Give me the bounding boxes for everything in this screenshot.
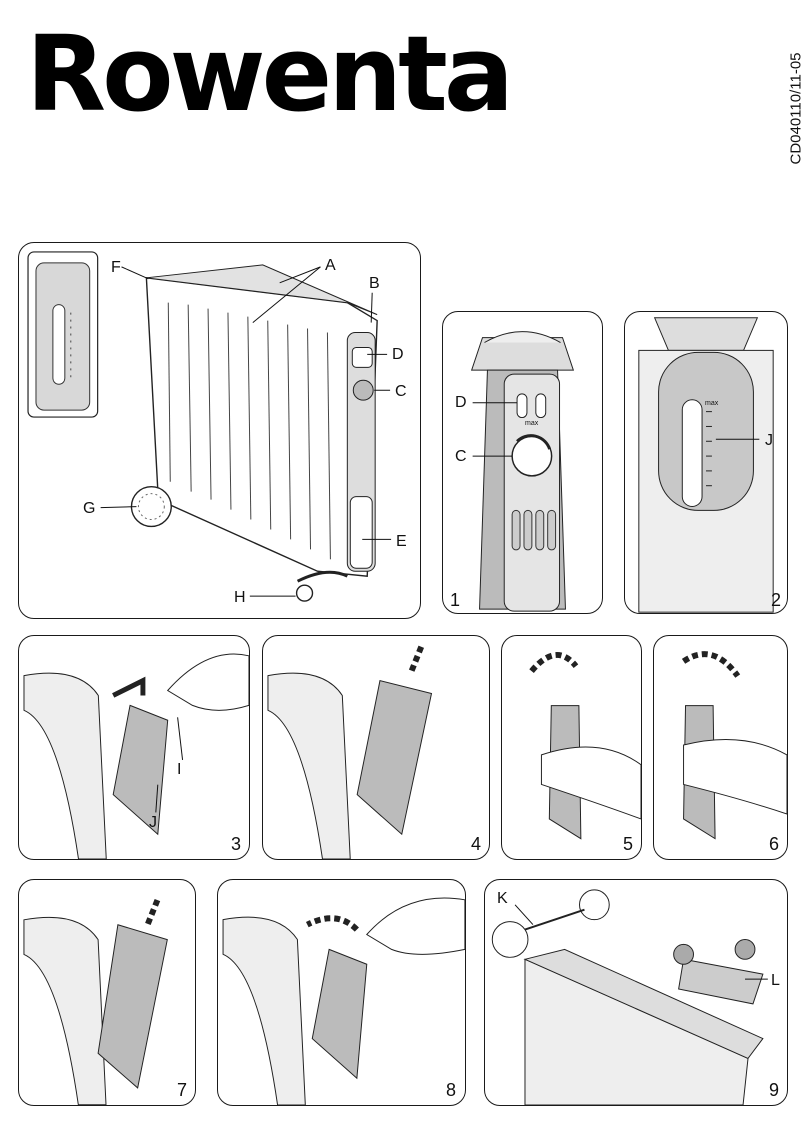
filter-removal-illustration — [23, 653, 249, 859]
figure-2-panel: J max 2 — [624, 311, 788, 614]
filter-insert-illustration — [23, 898, 168, 1105]
label-G: G — [83, 500, 96, 517]
figure-3-panel: I J 3 — [18, 635, 250, 860]
filter-lift-illustration — [267, 644, 433, 859]
document-code: CD040110/11-05 — [787, 52, 805, 165]
filter-close-illustration — [681, 651, 787, 840]
fig9-label-K: K — [497, 890, 508, 907]
figure-number: 6 — [769, 834, 780, 854]
figure-number: 7 — [177, 1080, 188, 1100]
filter-open-illustration — [529, 652, 641, 840]
figure-8-panel: 8 — [217, 879, 466, 1106]
control-panel-illustration — [470, 331, 575, 612]
label-D: D — [392, 346, 404, 363]
heater-overview-illustration — [27, 251, 392, 602]
filter-lock-illustration — [222, 897, 465, 1105]
fig2-scale-text: max — [705, 400, 719, 407]
fig3-label-I: I — [177, 761, 182, 778]
figure-6-panel: 6 — [653, 635, 788, 860]
fig2-label-J: J — [765, 432, 773, 449]
fig1-label-C: C — [455, 448, 467, 465]
figure-7-panel: 7 — [18, 879, 196, 1106]
thermometer-illustration — [638, 317, 774, 613]
figure-9-panel: K L 9 — [484, 879, 788, 1106]
fig1-knob-text: max — [525, 420, 539, 427]
figure-number: 9 — [769, 1080, 780, 1100]
fig3-label-J: J — [149, 814, 157, 831]
figure-number: 5 — [623, 834, 634, 854]
figure-number: 8 — [446, 1080, 457, 1100]
label-B: B — [369, 275, 380, 292]
label-E: E — [396, 533, 407, 550]
figure-1-panel: D C max 1 — [442, 311, 603, 614]
figure-4-panel: 4 — [262, 635, 490, 860]
label-A: A — [325, 257, 336, 274]
figure-number: 2 — [771, 590, 782, 610]
fig9-label-L: L — [771, 972, 780, 989]
label-F: F — [111, 259, 121, 276]
fig1-label-D: D — [455, 394, 467, 411]
brand-logo: Rowenta — [26, 13, 514, 135]
label-C: C — [395, 383, 407, 400]
figure-number: 1 — [450, 590, 461, 610]
figure-number: 4 — [471, 834, 482, 854]
label-H: H — [234, 589, 246, 606]
figure-5-panel: 5 — [501, 635, 642, 860]
figure-number: 3 — [231, 834, 242, 854]
overview-panel: F A B D C E G H — [18, 242, 421, 619]
wheel-assembly-illustration — [491, 889, 768, 1105]
